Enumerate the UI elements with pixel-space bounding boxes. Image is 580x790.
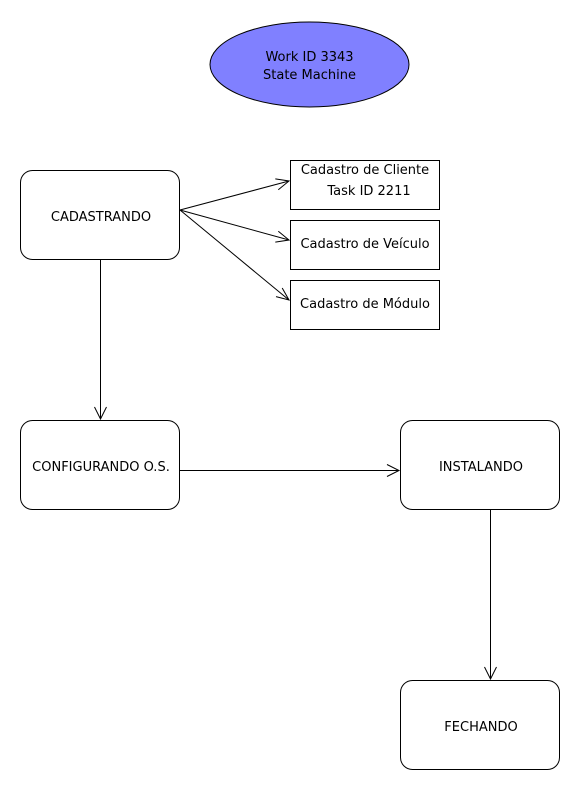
task-modulo-label: Cadastro de Módulo bbox=[300, 297, 430, 312]
edge-cadastrando-veiculo bbox=[179, 209, 291, 243]
edge-configurando-instalando bbox=[180, 464, 401, 477]
title-line2: State Machine bbox=[263, 68, 356, 83]
state-fechando[interactable]: FECHANDO bbox=[400, 680, 560, 770]
edge-configurando-instalando-arrowhead bbox=[386, 464, 401, 477]
edge-cadastrando-veiculo-line bbox=[179, 209, 290, 241]
task-cliente[interactable]: Cadastro de Cliente Task ID 2211 bbox=[290, 160, 440, 210]
state-fechando-box bbox=[400, 680, 560, 770]
state-configurando-box bbox=[20, 420, 180, 510]
state-configurando[interactable]: CONFIGURANDO O.S. bbox=[20, 420, 180, 510]
edge-cadastrando-modulo-arrowhead bbox=[275, 287, 291, 301]
edge-instalando-fechando-arrowhead bbox=[484, 666, 497, 681]
edge-cadastrando-modulo bbox=[179, 209, 291, 301]
state-instalando-box bbox=[400, 420, 560, 510]
state-cadastrando-box bbox=[20, 170, 180, 260]
edge-cadastrando-cliente bbox=[179, 178, 291, 211]
task-veiculo-label: Cadastro de Veículo bbox=[300, 237, 429, 252]
title-line1: Work ID 3343 bbox=[265, 50, 353, 65]
task-cliente-box bbox=[290, 160, 440, 210]
task-modulo-box bbox=[290, 280, 440, 330]
task-veiculo-box bbox=[290, 220, 440, 270]
edge-cadastrando-modulo-line bbox=[179, 209, 290, 301]
task-veiculo[interactable]: Cadastro de Veículo bbox=[290, 220, 440, 270]
task-modulo[interactable]: Cadastro de Módulo bbox=[290, 280, 440, 330]
edge-cadastrando-configurando bbox=[94, 260, 107, 421]
state-configurando-label: CONFIGURANDO O.S. bbox=[32, 460, 170, 475]
task-cliente-line2: Task ID 2211 bbox=[326, 184, 410, 199]
task-cliente-line1: Cadastro de Cliente bbox=[301, 163, 429, 178]
title-ellipse bbox=[209, 21, 410, 108]
edge-cadastrando-cliente-arrowhead bbox=[275, 178, 291, 191]
edge-cadastrando-veiculo-arrowhead bbox=[275, 230, 291, 243]
edge-cadastrando-cliente-line bbox=[179, 180, 290, 211]
state-fechando-label: FECHANDO bbox=[444, 720, 517, 735]
edge-instalando-fechando bbox=[484, 510, 497, 681]
title-node: Work ID 3343 State Machine bbox=[209, 21, 410, 108]
state-instalando-label: INSTALANDO bbox=[439, 460, 523, 475]
state-instalando[interactable]: INSTALANDO bbox=[400, 420, 560, 510]
edge-cadastrando-configurando-arrowhead bbox=[94, 406, 107, 421]
state-cadastrando[interactable]: CADASTRANDO bbox=[20, 170, 180, 260]
state-cadastrando-label: CADASTRANDO bbox=[51, 210, 151, 225]
